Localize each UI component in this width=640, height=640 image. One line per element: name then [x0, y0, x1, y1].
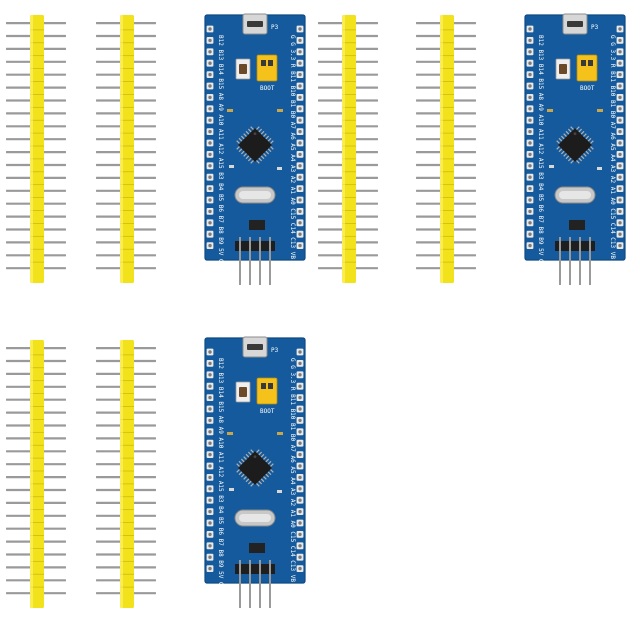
connector-label: P3	[591, 24, 599, 31]
swd-pin	[239, 237, 241, 285]
pin-header-strip	[6, 340, 66, 610]
jumper-label: BOOT	[260, 408, 275, 415]
swd-pin	[559, 237, 561, 285]
header-plastic-body	[30, 15, 44, 283]
swd-pin	[269, 560, 271, 608]
blue-pill-board: B12 B13 B14 B15 A8 A9 A10 A11 A12 A15 B3…	[524, 13, 626, 285]
header-plastic-body	[120, 15, 134, 283]
header-plastic-body	[342, 15, 356, 283]
boot-jumper-block	[576, 54, 598, 82]
swd-pin	[579, 237, 581, 285]
header-plastic-body	[440, 15, 454, 283]
pin-header-strip	[318, 15, 378, 285]
jumper-label: BOOT	[580, 85, 595, 92]
pin-header-strip	[96, 15, 156, 285]
swd-header	[235, 241, 275, 251]
swd-header	[235, 564, 275, 574]
swd-pin	[589, 237, 591, 285]
swd-pin	[269, 237, 271, 285]
regulator	[569, 220, 585, 230]
swd-pin	[569, 237, 571, 285]
jumper-label: BOOT	[260, 85, 275, 92]
pin-header-strip	[416, 15, 476, 285]
header-plastic-body	[30, 340, 44, 608]
boot-jumper-block	[256, 377, 278, 405]
connector-label: P3	[271, 347, 279, 354]
header-plastic-body	[120, 340, 134, 608]
blue-pill-board: B12 B13 B14 B15 A8 A9 A10 A11 A12 A15 B3…	[204, 336, 306, 608]
microcontroller-chip	[236, 126, 274, 164]
pin-header-strip	[96, 340, 156, 610]
boot-jumper-block	[256, 54, 278, 82]
silkscreen-left-label: B12 B13 B14 B15 A8 A9 A10 A11 A12 A15 B3…	[537, 35, 544, 274]
silkscreen-right-label: G G 3.3 R B11 B10 B1 B0 A7 A6 A5 A4 A3 A…	[289, 35, 296, 259]
silkscreen-left-label: B12 B13 B14 B15 A8 A9 A10 A11 A12 A15 B3…	[217, 358, 224, 597]
blue-pill-board: B12 B13 B14 B15 A8 A9 A10 A11 A12 A15 B3…	[204, 13, 306, 285]
swd-header	[555, 241, 595, 251]
microcontroller-chip	[236, 449, 274, 487]
swd-pin	[259, 237, 261, 285]
silkscreen-right-label: G G 3.3 R B11 B10 B1 B0 A7 A6 A5 A4 A3 A…	[289, 358, 296, 582]
regulator	[249, 543, 265, 553]
silkscreen-right-label: G G 3.3 R B11 B10 B1 B0 A7 A6 A5 A4 A3 A…	[609, 35, 616, 259]
connector-label: P3	[271, 24, 279, 31]
regulator	[249, 220, 265, 230]
silkscreen-left-label: B12 B13 B14 B15 A8 A9 A10 A11 A12 A15 B3…	[217, 35, 224, 274]
swd-pin	[259, 560, 261, 608]
microcontroller-chip	[556, 126, 594, 164]
swd-pin	[239, 560, 241, 608]
pin-header-strip	[6, 15, 66, 285]
swd-pin	[249, 560, 251, 608]
swd-pin	[249, 237, 251, 285]
